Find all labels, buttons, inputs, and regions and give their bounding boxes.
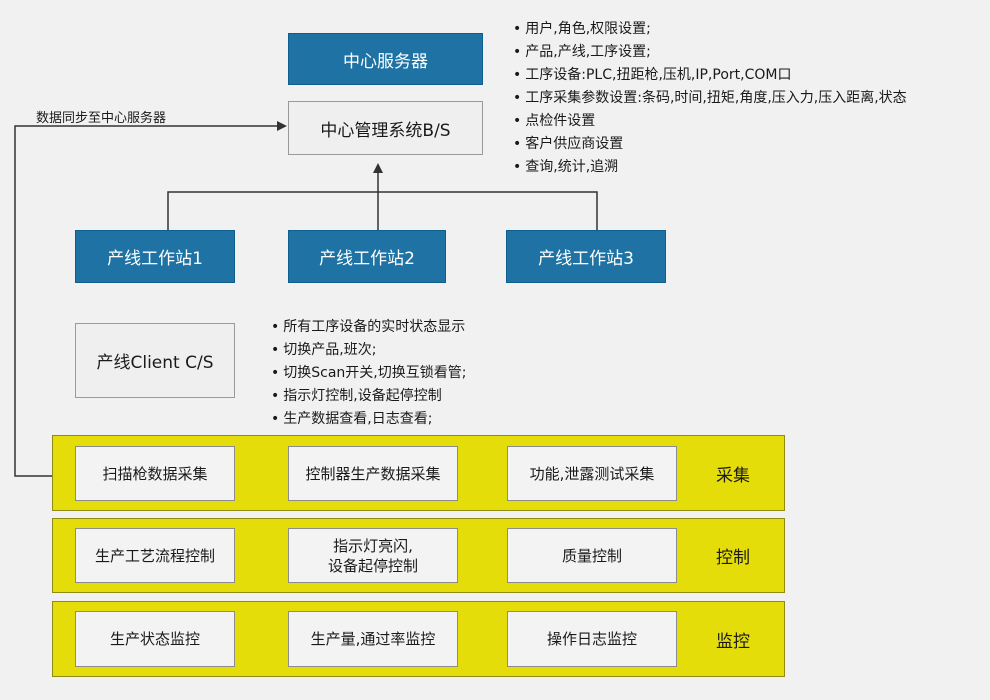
client-feature-item: 所有工序设备的实时状态显示	[271, 316, 591, 339]
client-feature-item: 生产数据查看,日志查看;	[271, 408, 591, 431]
station-label: 产线工作站2	[319, 249, 415, 269]
client-feature-item: 切换产品,班次;	[271, 339, 591, 362]
collection-item: 控制器生产数据采集	[288, 446, 458, 501]
station-label: 产线工作站1	[107, 249, 203, 269]
station-box-2: 产线工作站2	[288, 230, 446, 283]
monitoring-band-label: 监控	[716, 631, 750, 652]
sync-arrow	[14, 121, 287, 477]
server-feature-item: 工序设备:PLC,扭距枪,压机,IP,Port,COM口	[513, 64, 988, 87]
monitoring-item: 操作日志监控	[507, 611, 677, 667]
collection-band-label: 采集	[716, 465, 750, 486]
server-feature-item: 产品,产线,工序设置;	[513, 41, 988, 64]
collection-item: 扫描枪数据采集	[75, 446, 235, 501]
central-management-system-label: 中心管理系统B/S	[320, 120, 451, 141]
central-server-box: 中心服务器	[288, 33, 483, 85]
server-feature-item: 客户供应商设置	[513, 133, 988, 156]
control-item: 质量控制	[507, 528, 677, 583]
collection-item: 功能,泄露测试采集	[507, 446, 677, 501]
sync-caption: 数据同步至中心服务器	[36, 111, 167, 126]
station-label: 产线工作站3	[538, 249, 634, 269]
server-feature-item: 点检件设置	[513, 110, 988, 133]
control-item: 指示灯亮闪, 设备起停控制	[288, 528, 458, 583]
client-feature-item: 指示灯控制,设备起停控制	[271, 385, 591, 408]
central-server-label: 中心服务器	[343, 51, 428, 72]
line-client-label: 产线Client C/S	[96, 353, 214, 373]
monitoring-item: 生产状态监控	[75, 611, 235, 667]
client-feature-list: 所有工序设备的实时状态显示 切换产品,班次; 切换Scan开关,切换互锁看管; …	[271, 316, 591, 431]
server-feature-item: 工序采集参数设置:条码,时间,扭矩,角度,压入力,压入距离,状态	[513, 87, 988, 110]
server-feature-item: 查询,统计,追溯	[513, 156, 988, 179]
control-item: 生产工艺流程控制	[75, 528, 235, 583]
server-feature-item: 用户,角色,权限设置;	[513, 18, 988, 41]
control-band-label: 控制	[716, 547, 750, 568]
client-feature-item: 切换Scan开关,切换互锁看管;	[271, 362, 591, 385]
station-tree-connector	[167, 191, 598, 230]
monitoring-item: 生产量,通过率监控	[288, 611, 458, 667]
station-box-1: 产线工作站1	[75, 230, 235, 283]
line-client-box: 产线Client C/S	[75, 323, 235, 398]
central-management-system-box: 中心管理系统B/S	[288, 101, 483, 155]
server-feature-list: 用户,角色,权限设置; 产品,产线,工序设置; 工序设备:PLC,扭距枪,压机,…	[513, 18, 988, 179]
station-box-3: 产线工作站3	[506, 230, 666, 283]
